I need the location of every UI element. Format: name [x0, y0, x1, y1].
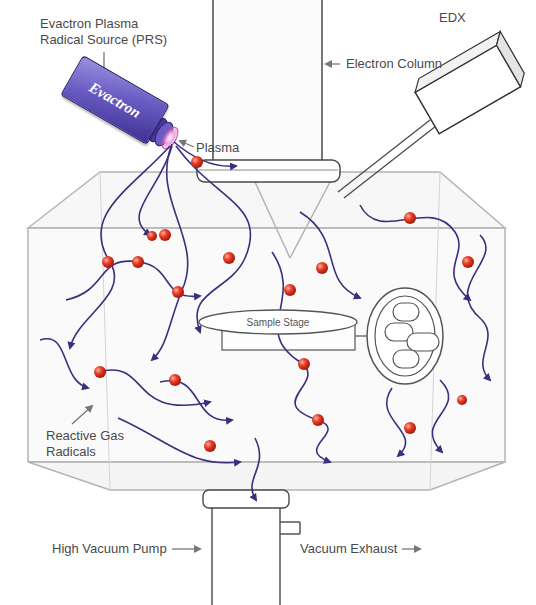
detector-port: [393, 303, 419, 321]
node-text: EDX: [439, 10, 466, 25]
plasma-label: Plasma: [196, 140, 239, 156]
edx-tube: [338, 120, 436, 198]
radicals-label: Reactive Gas Radicals: [46, 428, 146, 460]
pump-label: High Vacuum Pump: [52, 541, 167, 557]
chamber-bottom: [28, 462, 505, 490]
edx-box-side: [492, 32, 530, 87]
column-tube: [213, 0, 322, 162]
exhaust-pipe: [280, 533, 300, 534]
detector-body: [367, 288, 443, 384]
electron-column: [197, 0, 340, 182]
edx-box: [410, 32, 529, 134]
radical-dot: [102, 256, 114, 268]
detector-port: [393, 350, 419, 368]
trajectory: [272, 252, 330, 462]
vacuum-chamber: [28, 172, 505, 490]
leader-arrow: [180, 141, 194, 147]
detector-port: [407, 333, 439, 351]
trajectory: [160, 381, 232, 421]
trajectory: [139, 146, 172, 235]
leader-arrow: [72, 406, 92, 424]
radical-dot: [298, 358, 310, 370]
trajectory: [118, 418, 240, 463]
stage-rod: [355, 335, 368, 336]
trajectory: [360, 205, 470, 300]
prs-device: Evactron: [60, 55, 170, 145]
radical-dot: [159, 229, 171, 241]
trajectory: [66, 261, 200, 300]
sample-stage: Sample Stage: [198, 309, 358, 335]
stage-assembly: [222, 288, 443, 384]
radical-dot: [404, 212, 416, 224]
stage-top: [199, 310, 357, 334]
exhaust-pipe: [280, 521, 300, 522]
radical-dot: [94, 366, 106, 378]
edx-detector: EDX: [405, 8, 530, 148]
trajectory: [300, 212, 360, 298]
radical-dot: [132, 256, 144, 268]
trajectory: [152, 144, 188, 360]
column-label: Electron Column: [346, 56, 442, 72]
trajectory: [176, 146, 251, 332]
exhaust-label: Vacuum Exhaust: [300, 541, 397, 557]
trajectory: [387, 388, 406, 456]
leader-arrow: [326, 63, 340, 64]
radical-dot: [223, 252, 235, 264]
leader-arrow: [402, 548, 420, 549]
device-label: Evactron Plasma Radical Source (PRS): [40, 16, 175, 48]
leader-arrow: [172, 548, 200, 549]
vacuum-pump: [203, 490, 300, 605]
radical-dot: [404, 422, 416, 434]
trajectory: [98, 370, 210, 405]
column-flange: [197, 160, 340, 182]
radical-dot: [284, 284, 296, 296]
trajectory: [252, 438, 260, 500]
pump-flange: [203, 490, 289, 508]
trajectory: [40, 339, 88, 388]
radical-dot: [204, 440, 216, 452]
radical-dot: [172, 286, 184, 298]
node-text: Sample Stage: [247, 317, 310, 328]
radical-dot: [147, 231, 157, 241]
pump-body: [212, 506, 280, 605]
tube-line: [344, 126, 436, 198]
tube-line: [338, 120, 430, 192]
radical-dot: [462, 256, 474, 268]
radical-dot: [316, 262, 328, 274]
chamber-front: [28, 228, 505, 462]
radical-trajectories: [40, 142, 490, 500]
radical-dot: [169, 374, 181, 386]
exhaust-pipe: [299, 522, 300, 534]
flange-line: [199, 170, 338, 171]
radical-dot: [457, 395, 467, 405]
trajectory: [70, 146, 170, 348]
edx-box-outline: [405, 8, 530, 148]
gas-radicals: [94, 156, 474, 452]
radical-dot: [191, 156, 203, 168]
trajectory: [432, 380, 448, 452]
pole-piece-cone: [255, 182, 290, 258]
node-text: Evactron: [86, 78, 144, 121]
radical-dot: [312, 414, 324, 426]
